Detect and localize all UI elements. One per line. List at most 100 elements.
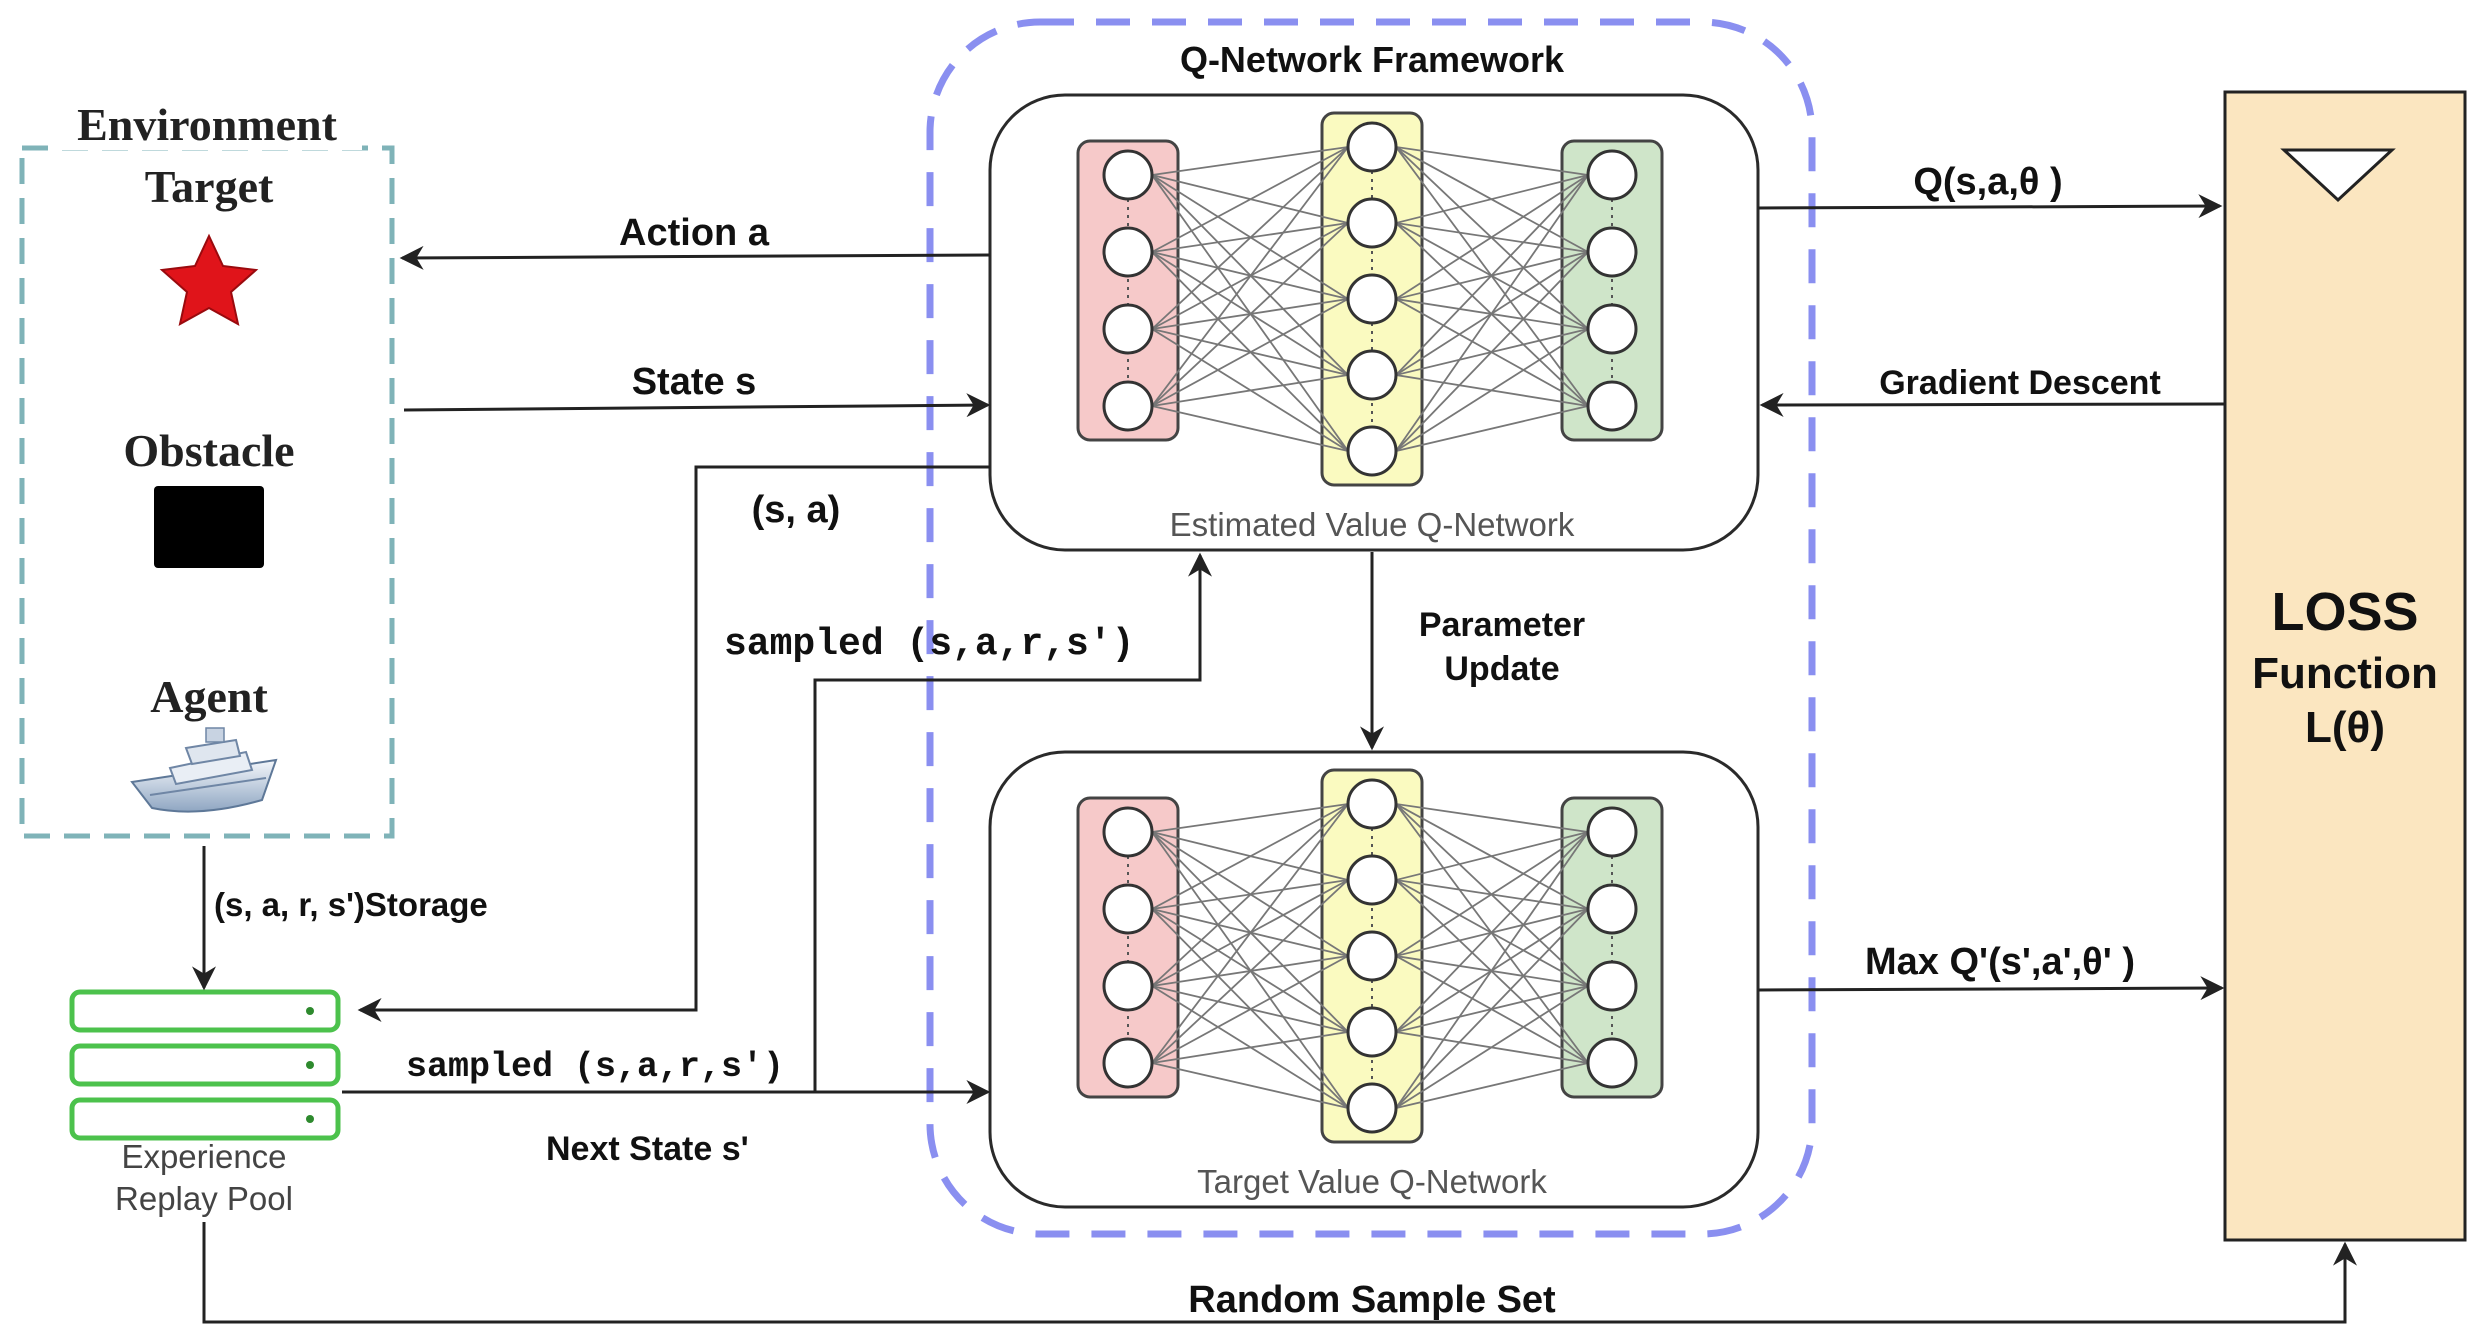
neuron-node — [1346, 121, 1398, 173]
connection-line — [1151, 803, 1349, 833]
gradient-descent-label: Gradient Descent — [1879, 364, 2161, 402]
max-q-arrow — [1757, 976, 2225, 1001]
connection-line — [1151, 879, 1349, 1064]
connection-line — [1151, 146, 1349, 253]
output-layer — [1560, 796, 1664, 1099]
loss-box — [2223, 90, 2467, 1242]
environment-title: Environment — [77, 99, 338, 150]
neuron-node — [1102, 226, 1154, 278]
connection-line — [1151, 1062, 1349, 1109]
connection-line — [1151, 146, 1349, 330]
connection-line — [1151, 222, 1349, 407]
framework-container — [926, 18, 1816, 1238]
sampled-lower-label: sampled (s,a,r,s') — [406, 1047, 784, 1087]
neuron-node — [1102, 960, 1154, 1012]
random-sample-label: Random Sample Set — [1188, 1279, 1556, 1321]
neuron-node — [1102, 380, 1154, 432]
state-label: State s — [632, 361, 757, 403]
neuron-node — [1586, 960, 1638, 1012]
neuron-node — [1586, 806, 1638, 858]
connection-line — [1395, 405, 1589, 452]
neuron-node — [1586, 1037, 1638, 1089]
target-network-graph — [1076, 768, 1664, 1144]
framework-title: Q-Network Framework — [1180, 39, 1565, 80]
connection-line — [1151, 146, 1349, 176]
triangle-icon — [2280, 148, 2396, 203]
obstacle-icon — [154, 486, 264, 568]
neuron-node — [1102, 149, 1154, 201]
neuron-node — [1586, 226, 1638, 278]
connection-line — [1395, 803, 1589, 833]
connection-line — [1151, 1031, 1349, 1064]
q-value-label: Q(s,a,θ ) — [1913, 161, 2062, 203]
obstacle-label: Obstacle — [123, 425, 294, 476]
connection-line — [1395, 831, 1589, 881]
target-label: Target — [145, 161, 274, 212]
parameter-update-label-2: Update — [1444, 650, 1559, 688]
neuron-node — [1346, 273, 1398, 325]
replay-pool-icon — [69, 989, 341, 1141]
connection-line — [1395, 174, 1589, 300]
neuron-node — [1346, 1082, 1398, 1134]
connection-line — [1151, 803, 1349, 910]
connection-line — [1151, 955, 1349, 1064]
output-layer — [1560, 139, 1664, 442]
target-network-label: Target Value Q-Network — [1197, 1163, 1547, 1200]
neuron-node — [1346, 425, 1398, 477]
storage-label: (s, a, r, s')Storage — [214, 886, 488, 923]
connection-line — [1395, 146, 1589, 176]
neuron-node — [1346, 197, 1398, 249]
input-layer — [1076, 796, 1180, 1099]
replay-pool-label-1: Experience — [121, 1138, 286, 1175]
connection-line — [1395, 328, 1589, 452]
connection-line — [1395, 174, 1589, 452]
estimated-network-graph — [1076, 111, 1664, 487]
input-layer — [1076, 139, 1180, 442]
neuron-node — [1346, 778, 1398, 830]
connection-line — [1395, 831, 1589, 957]
connection-line — [1395, 251, 1589, 452]
loss-line2: Function — [2252, 649, 2438, 698]
parameter-update-label-1: Parameter — [1419, 606, 1585, 644]
star-icon — [159, 233, 259, 326]
neuron-node — [1346, 349, 1398, 401]
neuron-node — [1102, 303, 1154, 355]
neuron-node — [1102, 883, 1154, 935]
random-sample-arrow — [202, 1222, 2357, 1324]
sampled-upper-arrow — [813, 552, 1212, 1092]
connection-line — [1395, 174, 1589, 224]
sampled-upper-label: sampled (s,a,r,s') — [724, 623, 1134, 666]
state-arrow — [403, 393, 991, 418]
connection-line — [1151, 405, 1349, 452]
replay-pool-label-2: Replay Pool — [115, 1180, 293, 1217]
connection-line — [1151, 374, 1349, 407]
action-label: Action a — [619, 212, 770, 254]
neuron-node — [1346, 1006, 1398, 1058]
neuron-node — [1586, 303, 1638, 355]
loss-title: LOSS — [2271, 582, 2418, 642]
estimated-network-label: Estimated Value Q-Network — [1170, 506, 1575, 543]
q-value-arrow — [1757, 194, 2223, 219]
loss-line3: L(θ) — [2305, 703, 2385, 752]
connection-line — [1395, 831, 1589, 1033]
connection-line — [1395, 908, 1589, 1109]
next-state-label: Next State s' — [546, 1130, 749, 1168]
connection-line — [1395, 985, 1589, 1109]
neuron-node — [1102, 806, 1154, 858]
state-action-label: (s, a) — [752, 489, 841, 531]
max-q-label: Max Q'(s',a',θ' ) — [1865, 941, 2135, 983]
neuron-node — [1346, 854, 1398, 906]
connection-line — [1151, 146, 1349, 407]
neuron-node — [1586, 883, 1638, 935]
neuron-node — [1586, 149, 1638, 201]
agent-label: Agent — [150, 671, 268, 722]
neuron-node — [1102, 1037, 1154, 1089]
connection-line — [1151, 803, 1349, 987]
connection-line — [1395, 174, 1589, 376]
action-arrow — [399, 245, 991, 270]
neuron-node — [1586, 380, 1638, 432]
state-action-arrow — [357, 465, 990, 1022]
gradient-arrow — [1759, 392, 2226, 417]
neuron-node — [1346, 930, 1398, 982]
